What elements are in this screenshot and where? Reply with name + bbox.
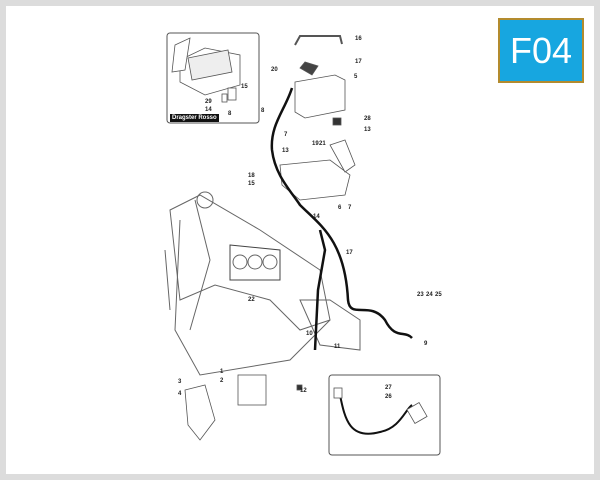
callout: 21 — [319, 141, 326, 147]
callout: 14 — [205, 107, 212, 113]
callout: 7 — [284, 132, 288, 138]
callout: 14 — [313, 214, 320, 220]
battery-tray-inset — [171, 37, 241, 103]
callout: 10 — [306, 331, 313, 337]
callout: 15 — [241, 84, 248, 90]
battery — [294, 35, 346, 126]
callout: 15 — [248, 181, 255, 187]
ground-cable-inset — [333, 387, 428, 435]
callout: 24 — [426, 292, 433, 298]
motorcycle-frame — [164, 191, 361, 376]
callout-labels: 16 17 20 5 15 29 14 8 8 28 13 7 19 21 13… — [178, 36, 442, 400]
figure-code-badge: F04 — [498, 18, 584, 83]
callout: 8 — [228, 111, 232, 117]
callout: 5 — [354, 74, 358, 80]
callout: 16 — [355, 36, 362, 42]
callout: 11 — [334, 344, 341, 350]
callout: 17 — [355, 59, 362, 65]
wiring-harness — [270, 87, 413, 351]
callout: 9 — [424, 341, 428, 347]
callout: 27 — [385, 385, 392, 391]
inset-title: Dragster Rosso — [170, 114, 219, 122]
callout: 26 — [385, 394, 392, 400]
inset-box-battery — [166, 32, 260, 124]
callout: 18 — [248, 173, 255, 179]
callout: 29 — [205, 99, 212, 105]
inset-box-cable — [328, 374, 441, 456]
voltage-regulator — [184, 374, 303, 441]
callout: 17 — [346, 250, 353, 256]
callout: 23 — [417, 292, 424, 298]
callout: 19 — [312, 141, 319, 147]
callout: 6 — [338, 205, 342, 211]
callout: 22 — [248, 297, 255, 303]
callout: 28 — [364, 116, 371, 122]
callout: 3 — [178, 379, 182, 385]
callout: 12 — [300, 388, 307, 394]
callout: 1 — [220, 369, 224, 375]
callout: 8 — [261, 108, 265, 114]
callout: 20 — [271, 67, 278, 73]
battery-tray — [279, 139, 356, 201]
callout: 7 — [348, 205, 352, 211]
callout: 2 — [220, 378, 224, 384]
callout: 13 — [364, 127, 371, 133]
callout: 4 — [178, 391, 182, 397]
callout: 13 — [282, 148, 289, 154]
callout: 25 — [435, 292, 442, 298]
